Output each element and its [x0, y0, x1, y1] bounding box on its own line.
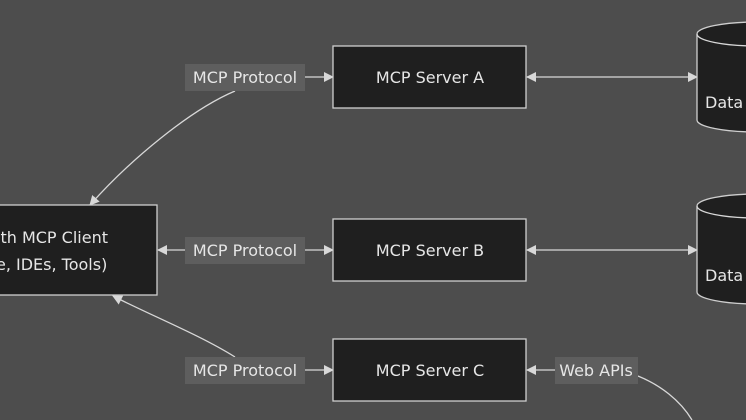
- edge-label-protocol-c: MCP Protocol: [185, 357, 305, 384]
- svg-text:Web APIs: Web APIs: [559, 361, 633, 380]
- host-line2: e, IDEs, Tools): [0, 255, 107, 274]
- server-c-node[interactable]: MCP Server C: [332, 338, 527, 402]
- datasource-2-node[interactable]: Data: [696, 193, 746, 305]
- edge-webapis-out: [637, 375, 693, 420]
- edge-host-to-server-a: [89, 90, 236, 206]
- datasource-2-label: Data: [705, 266, 743, 285]
- edge-label-web-apis: Web APIs: [555, 357, 638, 384]
- server-a-node[interactable]: MCP Server A: [332, 45, 527, 109]
- server-c-label: MCP Server C: [376, 361, 484, 380]
- datasource-1-label: Data: [705, 93, 743, 112]
- edge-label-protocol-a: MCP Protocol: [185, 64, 305, 91]
- svg-text:MCP Protocol: MCP Protocol: [193, 241, 297, 260]
- server-b-label: MCP Server B: [376, 241, 484, 260]
- edge-server-c-to-host: [112, 295, 236, 358]
- server-a-label: MCP Server A: [376, 68, 484, 87]
- host-line1: ith MCP Client: [0, 228, 108, 247]
- svg-text:MCP Protocol: MCP Protocol: [193, 68, 297, 87]
- server-b-node[interactable]: MCP Server B: [332, 218, 527, 282]
- datasource-1-node[interactable]: Data: [696, 21, 746, 133]
- edge-label-protocol-b: MCP Protocol: [185, 237, 305, 264]
- svg-text:MCP Protocol: MCP Protocol: [193, 361, 297, 380]
- host-node[interactable]: ith MCP Client e, IDEs, Tools): [0, 204, 158, 296]
